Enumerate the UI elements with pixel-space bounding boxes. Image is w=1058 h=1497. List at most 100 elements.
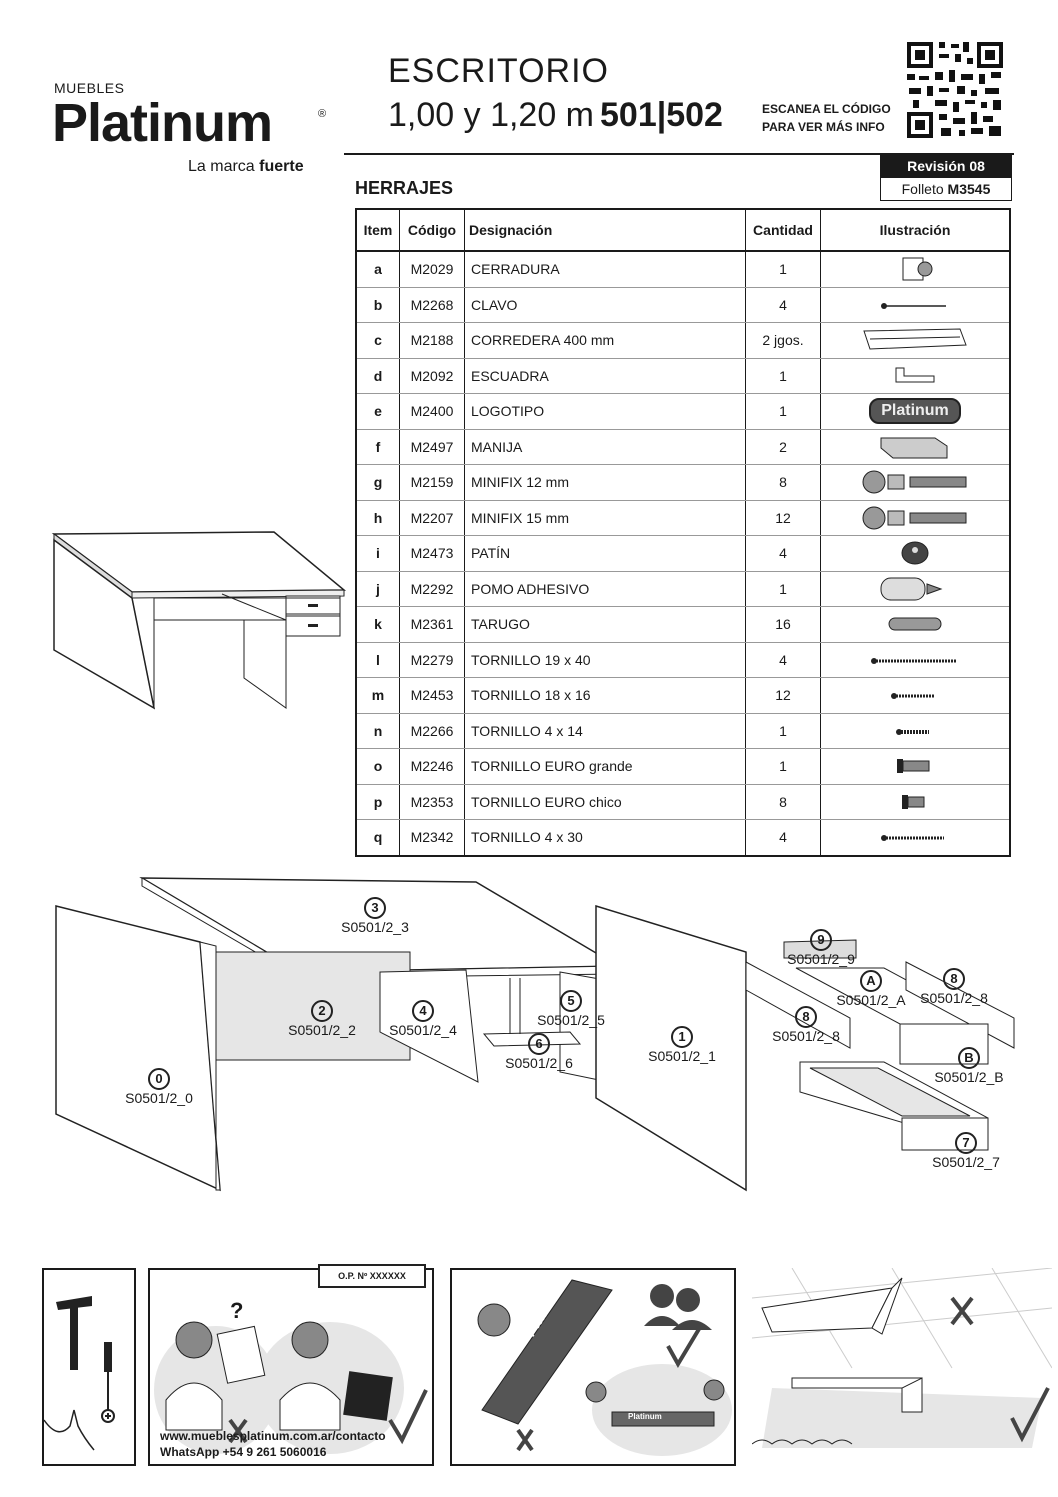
part-number: 8 <box>795 1006 817 1028</box>
screw-icon <box>881 835 944 842</box>
cell-code: M2353 <box>399 784 465 820</box>
cell-illustration <box>820 429 1011 465</box>
cell-illustration <box>820 677 1011 714</box>
floor-protection-illustration <box>751 1267 1053 1448</box>
cell-quantity: 12 <box>745 677 821 714</box>
hammer-screwdriver-icon <box>43 1296 115 1451</box>
drawer-slide-icon <box>863 328 967 350</box>
cell-designation: POMO ADHESIVO <box>464 571 746 607</box>
part-code: S0501/2_6 <box>505 1055 573 1071</box>
cell-designation: TORNILLO EURO chico <box>464 784 746 820</box>
part-code: S0501/2_0 <box>125 1090 193 1106</box>
cell-code: M2268 <box>399 287 465 323</box>
part-number: 2 <box>311 1000 333 1022</box>
col-header-code: Código <box>399 209 465 252</box>
scan-line-1: ESCANEA EL CÓDIGO <box>762 102 891 116</box>
part-code: S0501/2_9 <box>787 951 855 967</box>
small-box-logo: Platinum <box>628 1412 662 1421</box>
revision-badge: Revisión 08 <box>880 155 1012 177</box>
cell-quantity: 4 <box>745 642 821 678</box>
part-code: S0501/2_2 <box>288 1022 356 1038</box>
contact-url-link[interactable]: www.mueblesplatinum.com.ar/contacto <box>160 1429 386 1443</box>
cell-quantity: 1 <box>745 748 821 785</box>
cell-illustration <box>820 322 1011 359</box>
cell-item: o <box>356 748 400 785</box>
part-number: 7 <box>955 1132 977 1154</box>
cell-quantity: 1 <box>745 713 821 749</box>
cell-designation: CLAVO <box>464 287 746 323</box>
cell-designation: LOGOTIPO <box>464 393 746 430</box>
scan-line-2: PARA VER MÁS INFO <box>762 120 885 134</box>
col-header-designation: Designación <box>464 209 746 252</box>
cell-item: b <box>356 287 400 323</box>
cell-designation: TORNILLO 4 x 14 <box>464 713 746 749</box>
qr-code-icon[interactable] <box>905 40 1005 140</box>
folleto-code: M3545 <box>947 181 991 197</box>
cell-designation: ESCUADRA <box>464 358 746 394</box>
cell-designation: MINIFIX 12 mm <box>464 464 746 501</box>
brand-logo: Platinum <box>52 93 273 153</box>
cell-code: M2453 <box>399 677 465 714</box>
cell-designation: CERRADURA <box>464 251 746 288</box>
table-header-row: Item Código Designación Cantidad Ilustra… <box>356 209 1011 252</box>
floor-protection-panel <box>751 1267 1053 1462</box>
dowel-icon <box>888 617 942 631</box>
col-header-item: Item <box>356 209 400 252</box>
cell-item: q <box>356 819 400 856</box>
cell-designation: TORNILLO EURO grande <box>464 748 746 785</box>
part-code: S0501/2_5 <box>537 1012 605 1028</box>
cell-code: M2342 <box>399 819 465 856</box>
part-number: 3 <box>364 897 386 919</box>
cell-item: e <box>356 393 400 430</box>
two-person-lift-panel: Platinum Platinum <box>450 1268 736 1466</box>
euro-screw-icon <box>897 759 930 774</box>
folleto-badge: Folleto M3545 <box>880 177 1012 201</box>
cell-code: M2092 <box>399 358 465 394</box>
part-number: 1 <box>671 1026 693 1048</box>
cell-illustration <box>820 784 1011 820</box>
cell-code: M2159 <box>399 464 465 501</box>
minifix-icon <box>862 470 967 494</box>
cell-code: M2279 <box>399 642 465 678</box>
part-number: B <box>958 1047 980 1069</box>
cell-illustration <box>820 713 1011 749</box>
knob-icon <box>880 577 943 601</box>
cell-quantity: 12 <box>745 500 821 536</box>
brand-slogan: La marca fuerte <box>188 158 304 176</box>
brand-small-label: MUEBLES <box>54 80 125 96</box>
cell-designation: TORNILLO 4 x 30 <box>464 819 746 856</box>
cell-designation: MANIJA <box>464 429 746 465</box>
part-code: S0501/2_B <box>934 1069 1004 1085</box>
cell-code: M2188 <box>399 322 465 359</box>
part-code: S0501/2_3 <box>341 919 409 935</box>
screw-icon <box>891 693 934 700</box>
cell-item: f <box>356 429 400 465</box>
cell-quantity: 8 <box>745 464 821 501</box>
cell-code: M2292 <box>399 571 465 607</box>
cell-item: p <box>356 784 400 820</box>
cell-item: j <box>356 571 400 607</box>
col-header-illustration: Ilustración <box>820 209 1011 252</box>
cell-quantity: 8 <box>745 784 821 820</box>
logo-badge-icon: Platinum <box>869 398 961 425</box>
question-mark: ? <box>230 1298 244 1323</box>
cell-designation: CORREDERA 400 mm <box>464 322 746 359</box>
